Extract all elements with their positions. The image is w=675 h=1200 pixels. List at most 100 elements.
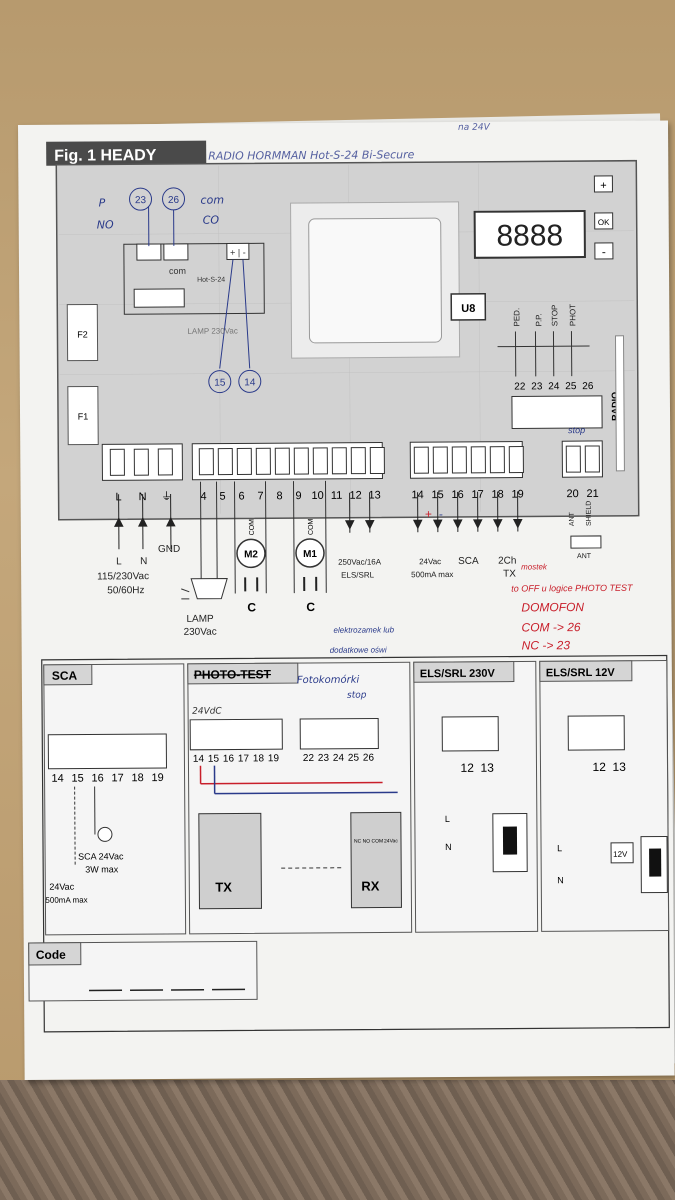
terminal-screw — [157, 448, 173, 476]
svg-text:DOMOFON: DOMOFON — [521, 600, 584, 614]
svg-text:15: 15 — [214, 378, 226, 389]
terminal-screw — [198, 448, 214, 476]
terminal-number: 15 — [208, 754, 220, 765]
svg-text:Code: Code — [36, 948, 66, 962]
svg-text:STOP: STOP — [550, 305, 559, 327]
svg-text:com: com — [169, 266, 186, 276]
svg-text:50/60Hz: 50/60Hz — [107, 585, 144, 596]
terminal-number: 22 — [303, 753, 315, 764]
svg-text:SCA: SCA — [458, 556, 479, 567]
terminal-screw — [133, 448, 149, 476]
svg-text:com: com — [200, 194, 224, 207]
svg-text:COM: COM — [249, 519, 256, 536]
plus-button[interactable]: + — [593, 175, 613, 193]
terminal-number: 21 — [586, 488, 598, 500]
terminal-number: 5 — [219, 491, 225, 503]
minus-button[interactable]: - — [594, 242, 614, 260]
terminal-number: 23 — [318, 753, 330, 764]
svg-text:SCA 24Vac: SCA 24Vac — [78, 851, 124, 861]
svg-text:PED.: PED. — [512, 308, 521, 327]
fuse-f1-label: F1 — [78, 412, 89, 422]
svg-text:N: N — [445, 842, 452, 852]
terminal-screw — [274, 447, 290, 475]
terminal-number: 19 — [151, 772, 163, 784]
svg-text:13: 13 — [480, 761, 494, 775]
terminal-screw — [293, 447, 309, 475]
terminal-number: 24 — [333, 753, 345, 764]
svg-text:PHOTO-TEST: PHOTO-TEST — [194, 667, 272, 682]
terminal-number: 17 — [111, 772, 123, 784]
svg-text:26: 26 — [168, 195, 180, 206]
wiring-arrows — [113, 491, 523, 550]
svg-text:250Vac/16A: 250Vac/16A — [338, 557, 382, 566]
terminal-number: 25 — [348, 753, 360, 764]
motor-m1-icon: M1 COM C — [292, 480, 327, 614]
terminal-number: 17 — [238, 753, 250, 764]
svg-text:OK: OK — [598, 218, 610, 227]
input-labels: PED. P.P. STOP PHOT — [512, 304, 577, 327]
svg-text:-: - — [439, 507, 443, 521]
terminal-number: 4 — [200, 491, 206, 503]
svg-text:M1: M1 — [303, 549, 317, 560]
svg-text:TX: TX — [215, 880, 232, 895]
terminal-number: 16 — [223, 754, 235, 765]
u8-label: U8 — [461, 303, 475, 315]
svg-text:LAMP: LAMP — [186, 614, 214, 625]
handwritten-notes: + - elektrozamek lub dodatkowe oświ most… — [330, 425, 634, 655]
svg-text:SCA: SCA — [52, 669, 78, 683]
terminal-number: 12 — [349, 490, 361, 502]
terminal-number: 16 — [91, 772, 103, 784]
code-box: Code — [28, 940, 258, 1002]
terminal-screws — [109, 445, 600, 476]
terminal-screw — [369, 446, 385, 475]
svg-text:24Vac: 24Vac — [419, 557, 441, 566]
terminal-screw — [217, 448, 233, 476]
els-srl-230v-panel: ELS/SRL 230V 12 13 L N — [413, 660, 539, 933]
wiring-diagram: Fig. 1 HEADY RADIO HORMMAN Hot-S-24 Bi-S… — [28, 123, 670, 1033]
svg-text:PHOT: PHOT — [568, 304, 577, 326]
antenna-connector — [570, 535, 602, 549]
svg-text:CO: CO — [203, 214, 220, 227]
lamp-board-label: LAMP 230Vac — [187, 326, 237, 335]
terminal-number: 26 — [363, 753, 375, 764]
terminal-number: 6 — [238, 490, 244, 502]
terminal-screw — [470, 446, 486, 474]
svg-text:L: L — [445, 814, 450, 824]
radio-receiver-sketch: P NO 23 26 com CO com Hot-S-24 + | - 15 … — [97, 187, 265, 394]
handwritten-header: RADIO HORMMAN Hot-S-24 Bi-Secure — [208, 148, 415, 162]
svg-text:115/230Vac: 115/230Vac — [97, 571, 149, 582]
seven-segment-display — [473, 210, 586, 259]
svg-text:dodatkowe oświ: dodatkowe oświ — [330, 645, 387, 654]
svg-text:ELS/SRL 12V: ELS/SRL 12V — [546, 667, 616, 679]
terminal-screw — [565, 445, 581, 473]
svg-text:ELS/SRL 230V: ELS/SRL 230V — [420, 668, 496, 681]
terminal-number: 8 — [276, 490, 282, 502]
wiring-labels: L N GND 115/230Vac 50/60Hz LAMP 230Vac 2… — [97, 501, 593, 638]
svg-text:+: + — [600, 180, 607, 192]
svg-text:24VdC: 24VdC — [192, 707, 222, 717]
lcd-window — [308, 217, 442, 344]
terminal-number: 11 — [331, 490, 343, 502]
u8-chip — [450, 292, 487, 321]
terminal-number: 26 — [582, 381, 594, 392]
svg-text:stop: stop — [347, 691, 367, 701]
terminal-screw — [331, 447, 347, 475]
svg-text:2Ch: 2Ch — [498, 556, 516, 567]
floor-background — [0, 1080, 675, 1200]
input-switches — [497, 331, 590, 377]
svg-text:L: L — [116, 556, 122, 567]
terminal-number: 15 — [71, 773, 83, 785]
svg-text:24Vac: 24Vac — [384, 838, 398, 844]
svg-text:13: 13 — [612, 760, 626, 774]
fuse-f1 — [67, 385, 99, 446]
svg-text:500mA max: 500mA max — [411, 570, 453, 579]
svg-text:24Vac: 24Vac — [49, 882, 74, 892]
terminal-number: 20 — [566, 488, 578, 500]
ok-button[interactable]: OK — [594, 212, 614, 230]
svg-text:ANT: ANT — [577, 553, 592, 560]
svg-text:500mA max: 500mA max — [45, 896, 87, 905]
lamp-icon — [181, 481, 228, 600]
display-digits: 8888 — [496, 219, 563, 252]
